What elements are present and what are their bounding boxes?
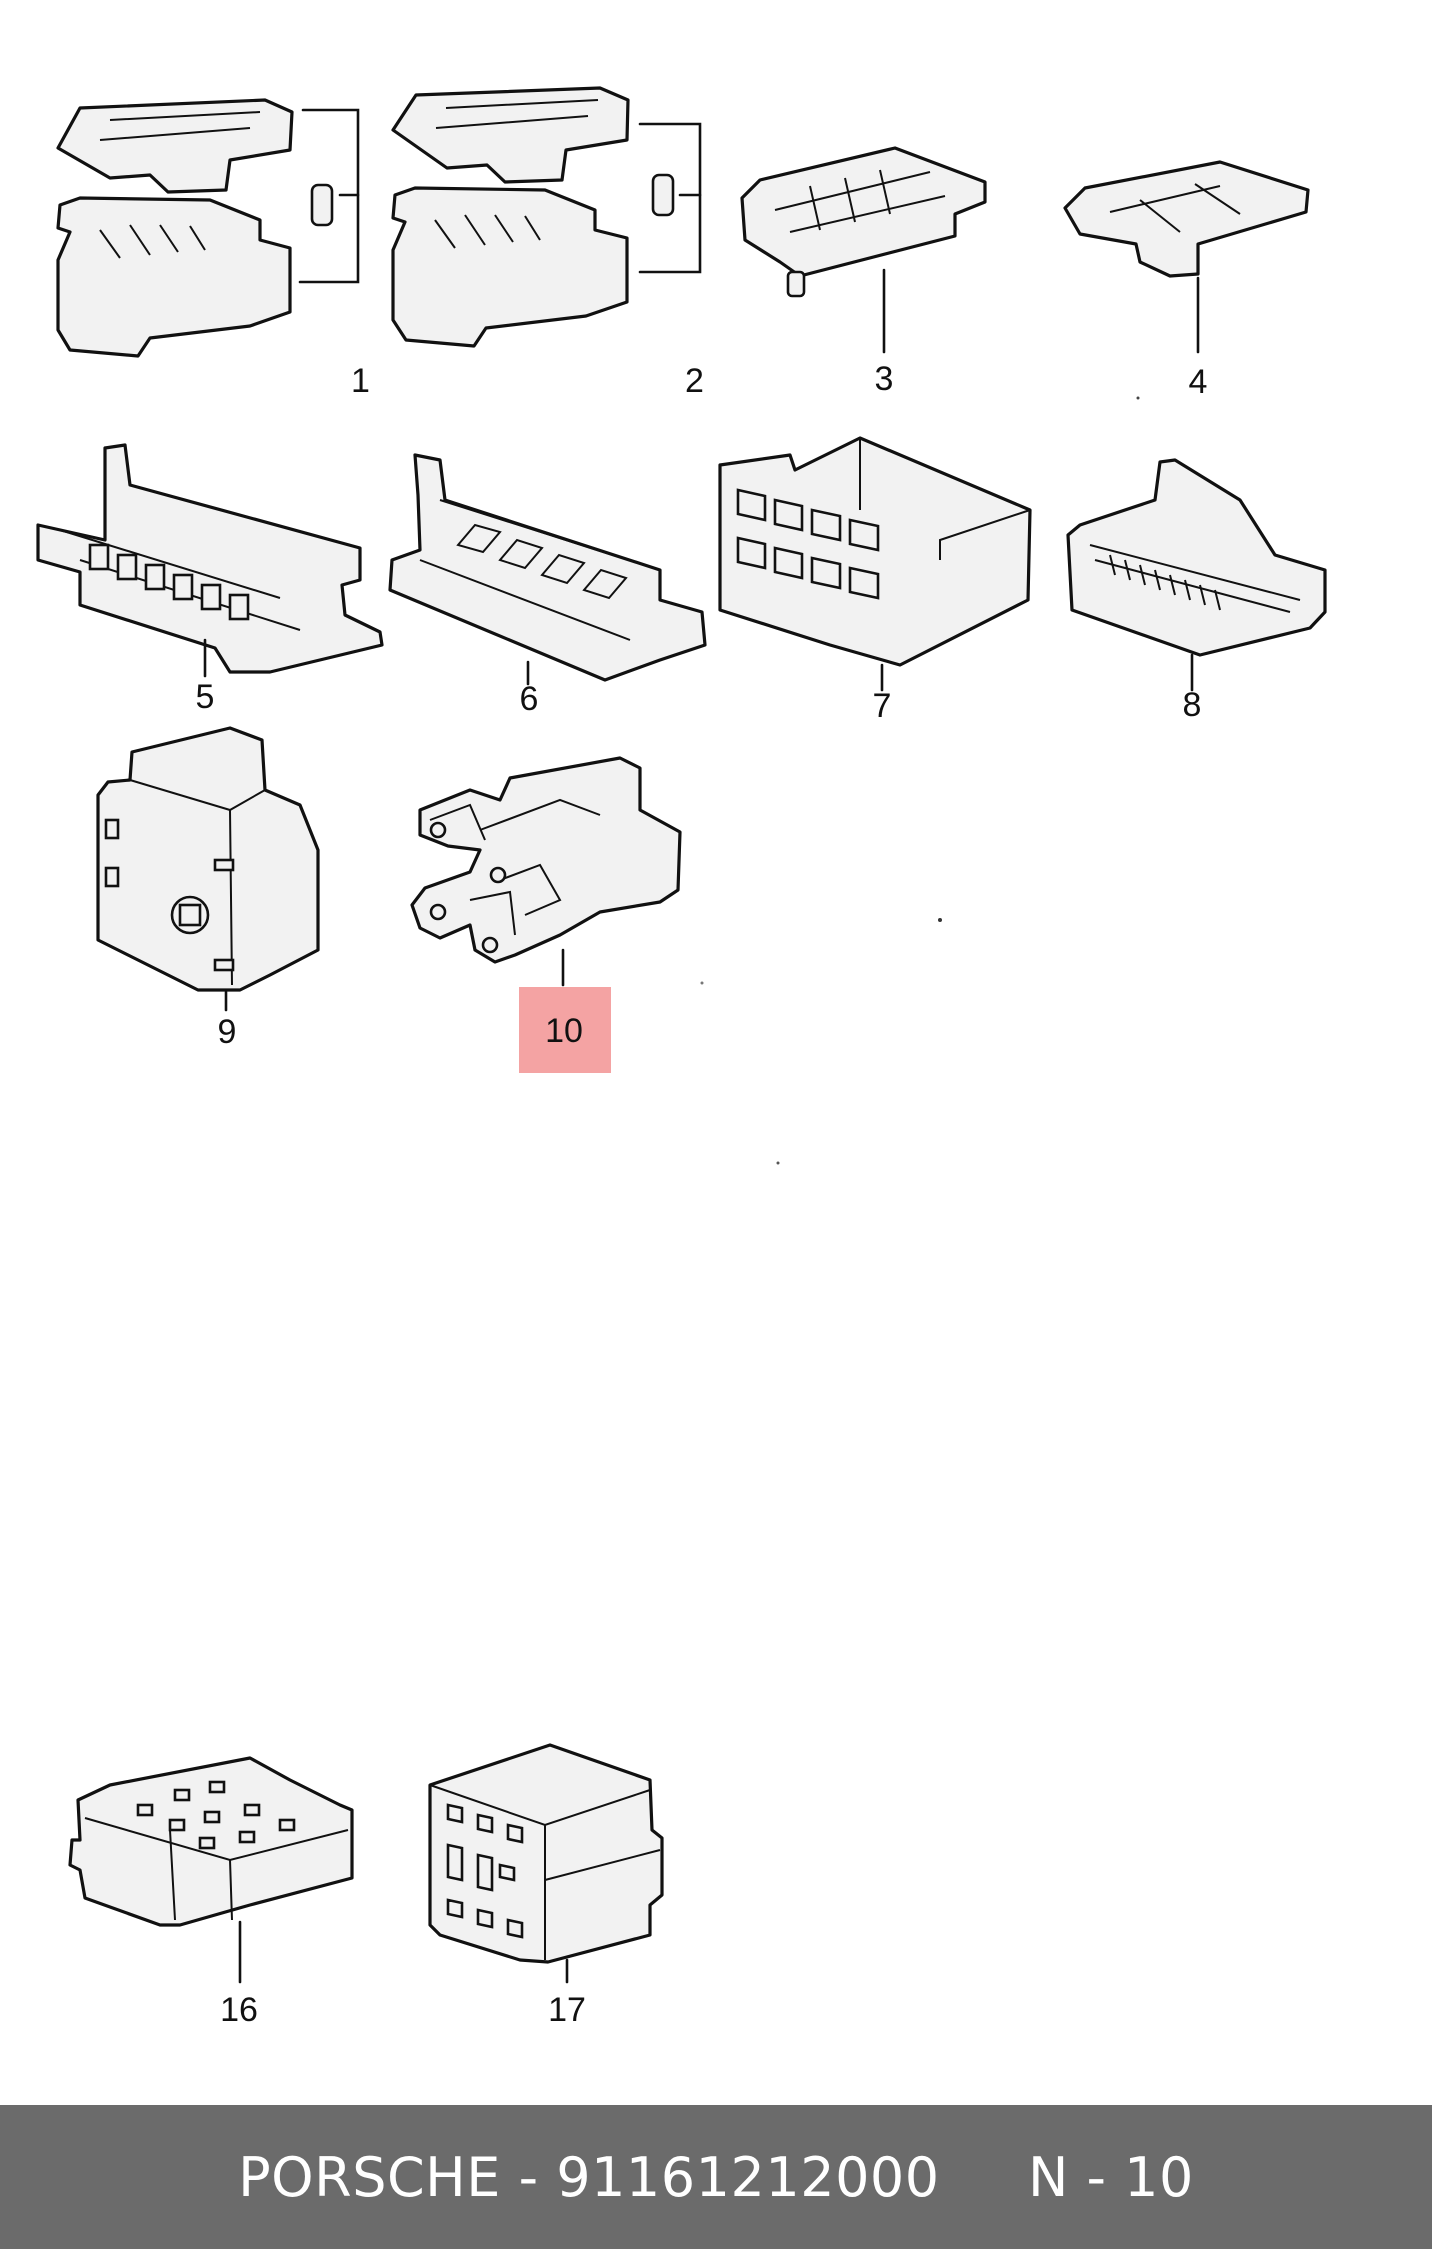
callout-2: 2 [685,362,704,400]
part-9-switch-housing[interactable] [96,726,320,1012]
footer-bar: PORSCHE - 91161212000 N - 10 [0,2105,1432,2249]
parts-diagram: 1 2 3 4 5 6 7 8 9 10 16 17 [36,86,1327,2029]
part-2-connector-housing[interactable] [391,86,702,348]
callout-10: 10 [545,1012,583,1050]
callout-1: 1 [351,362,370,400]
callout-8: 8 [1183,686,1202,724]
part-number-caption: PORSCHE - 91161212000 N - 10 [238,2145,1194,2209]
part-6-terminal-carrier[interactable] [388,453,707,686]
callout-5: 5 [196,678,215,716]
part-7-connector-housing[interactable] [718,436,1032,692]
callout-17: 17 [548,1991,586,2029]
part-5-terminal-strip[interactable] [36,443,384,678]
part-17-connector-housing[interactable] [428,1743,664,1984]
callout-7: 7 [873,687,892,725]
part-8-flat-connector[interactable] [1066,458,1327,692]
part-10-connector-housing[interactable] [410,756,682,987]
part-3-terminal-carrier[interactable] [740,146,987,354]
callout-6: 6 [520,680,539,718]
callout-3: 3 [875,360,894,398]
part-16-connector-housing[interactable] [68,1756,354,1984]
callout-16: 16 [220,1991,258,2029]
callout-9: 9 [218,1013,237,1051]
callout-4: 4 [1189,363,1208,401]
part-1-connector-housing[interactable] [56,98,360,358]
highlighted-callout-box [519,987,611,1073]
part-4-locking-plate[interactable] [1063,160,1310,354]
